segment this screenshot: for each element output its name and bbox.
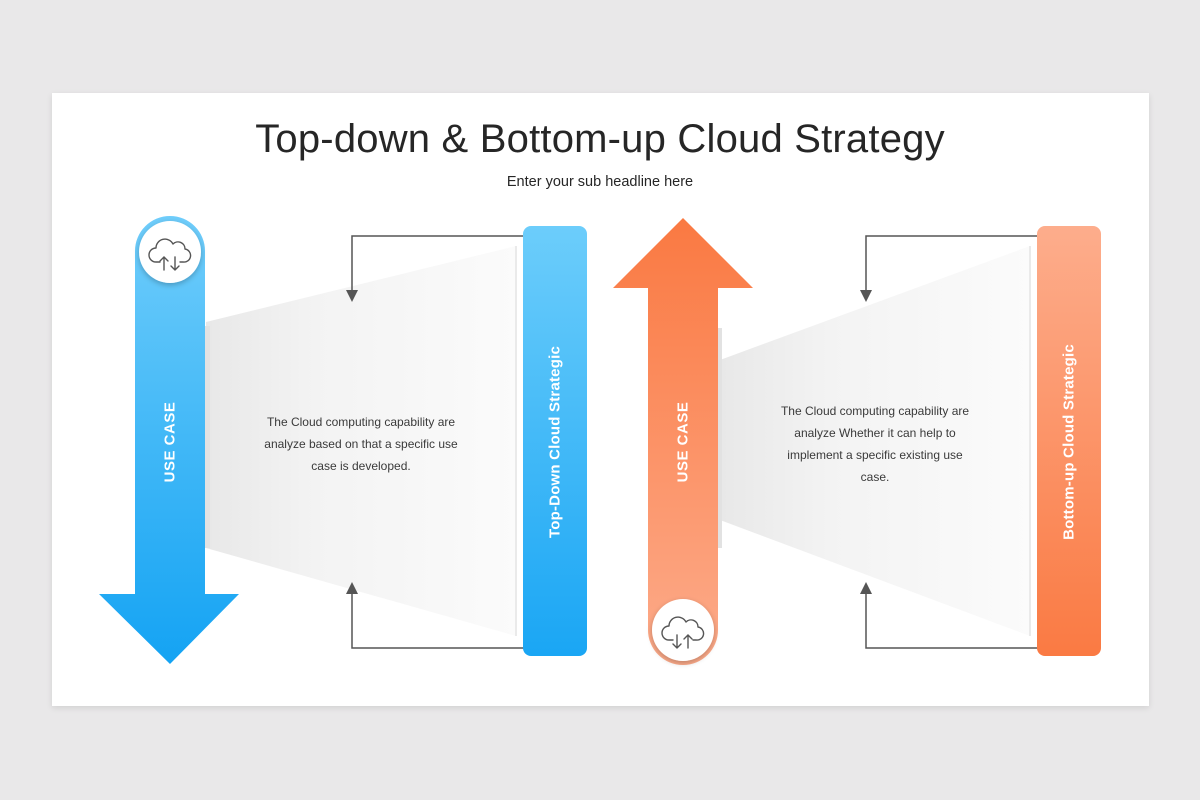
top-down-arrow — [99, 216, 239, 664]
top-down-panel — [99, 216, 587, 664]
top-down-use-case-label: USE CASE — [161, 401, 179, 483]
cloud-sync-icon — [652, 599, 714, 661]
top-down-connector-top — [346, 235, 524, 302]
top-down-description: The Cloud computing capability are analy… — [264, 415, 458, 473]
top-down-strategy-bar — [523, 226, 587, 656]
top-down-strategy-label: Top-Down Cloud Strategic — [546, 345, 564, 539]
cloud-sync-icon — [139, 221, 201, 283]
bottom-up-light-cone — [720, 246, 1030, 636]
top-down-light-cone — [206, 246, 516, 636]
bottom-up-arrow-edge-shadow — [716, 328, 722, 548]
top-down-connector-bottom — [346, 582, 524, 649]
page-title: Top-down & Bottom-up Cloud Strategy — [255, 117, 945, 161]
bottom-up-connector-bottom — [860, 582, 1038, 649]
bottom-up-strategy-bar — [1037, 226, 1101, 656]
bottom-up-description: The Cloud computing capability are analy… — [780, 404, 970, 484]
page-subtitle: Enter your sub headline here — [506, 174, 694, 190]
bottom-up-arrow — [613, 218, 753, 665]
bottom-up-connector-top — [860, 235, 1038, 302]
bottom-up-panel — [613, 218, 1101, 665]
bottom-up-use-case-label: USE CASE — [674, 401, 692, 483]
cloud-sync-icon-glyph — [148, 238, 192, 271]
top-down-arrow-edge-shadow — [204, 326, 210, 548]
cloud-sync-icon-glyph — [661, 616, 705, 649]
bottom-up-strategy-label: Bottom-up Cloud Strategic — [1060, 344, 1078, 540]
